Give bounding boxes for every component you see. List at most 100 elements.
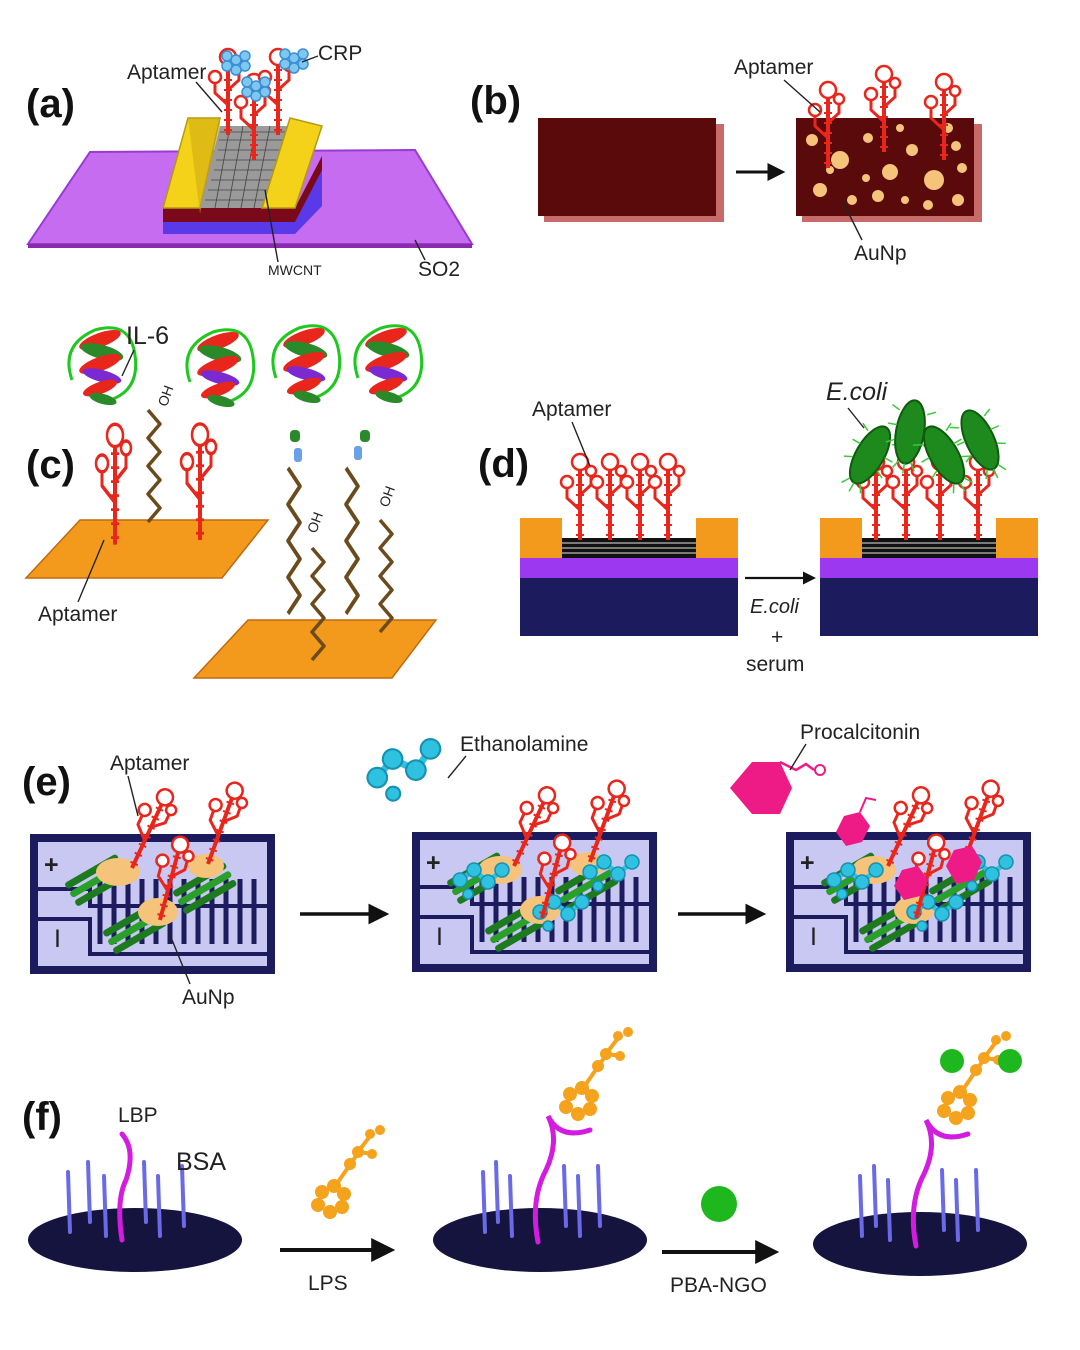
label-mwcnt: MWCNT [268, 262, 322, 278]
leader-line [571, 421, 591, 467]
substrate-base [520, 578, 738, 636]
bsa-molecule [86, 1160, 92, 1224]
panel-e: (e) + I Aptamer AuNp + I Et [22, 721, 1031, 1009]
bsa-molecule [596, 1164, 602, 1228]
electrode-left-shade [188, 118, 220, 214]
crp-molecule [241, 76, 271, 102]
sensor-disk [28, 1208, 242, 1272]
bsa-molecule [66, 1170, 72, 1234]
pba-ngo-particle [998, 1049, 1022, 1073]
leader-line [301, 55, 319, 63]
label-aunp: AuNp [854, 242, 907, 265]
bsa-molecule [974, 1168, 980, 1232]
pba-ngo-particle [940, 1049, 964, 1073]
leader-line [447, 755, 467, 779]
il6-protein [353, 322, 424, 407]
linker [859, 796, 877, 813]
leader-line [789, 743, 807, 771]
gold-electrode-right [260, 117, 323, 209]
leader-line [414, 239, 426, 261]
aptamer-strand [559, 452, 598, 542]
antibody-tag [294, 448, 302, 462]
electrode-surface-2 [192, 619, 438, 679]
panel-c: (c) OH OH OH IL-6 Aptamer [24, 322, 438, 679]
leader-line [121, 349, 135, 377]
bsa-molecule [872, 1164, 878, 1228]
label-ecoli-top: E.coli [826, 378, 889, 406]
panel-a: (a) Aptamer CRP MWCNT SO2 [26, 42, 474, 281]
dielectric-layer [820, 558, 1038, 578]
hexagon-icon [836, 812, 870, 846]
antibody-tag [354, 446, 362, 460]
antibody-tag [290, 430, 300, 442]
ethanolamine-molecule [362, 737, 451, 806]
hexagon-icon [730, 762, 792, 814]
label-aptamer: Aptamer [532, 398, 611, 421]
minus-icon: I [810, 923, 817, 951]
electrode-surface-1 [24, 519, 270, 579]
leader-line [195, 81, 223, 113]
lbp-molecule [910, 1118, 971, 1249]
bsa-molecule [940, 1168, 946, 1232]
label-lbp: LBP [118, 1104, 158, 1127]
bsa-molecule [156, 1174, 162, 1238]
linker [779, 760, 815, 772]
panel-f: (f) LBP BSA LPS PBA-NGO [22, 1025, 1027, 1297]
bare-electrode [538, 118, 716, 216]
nanoparticle-icon [188, 854, 224, 878]
linker-chain [378, 518, 394, 634]
leader-line [847, 407, 865, 429]
bsa-molecule [102, 1174, 108, 1238]
lbp-molecule [532, 1114, 593, 1245]
bsa-molecule [562, 1164, 568, 1228]
leader-line [167, 929, 191, 985]
dielectric-layer [520, 558, 738, 578]
bsa-molecule [481, 1170, 487, 1234]
lps-molecule [557, 1025, 635, 1123]
drain-electrode [996, 518, 1038, 558]
plus-icon: + [800, 849, 815, 877]
mwcnt-layer [200, 126, 290, 208]
bsa-molecule [576, 1174, 582, 1238]
label-lps: LPS [308, 1272, 348, 1295]
leader-line [264, 189, 279, 263]
nanoparticle-icon [96, 858, 140, 886]
bsa-molecule [508, 1174, 514, 1238]
label-aunp: AuNp [182, 986, 235, 1009]
sensor-disk [813, 1212, 1027, 1276]
panel-d-letter: (d) [478, 442, 529, 486]
panel-f-letter: (f) [22, 1095, 62, 1139]
hexagon-icon [894, 866, 928, 900]
bsa-molecule [142, 1160, 148, 1224]
nanoparticle-icon [138, 898, 178, 926]
dielectric-layer [163, 156, 322, 222]
lbp-molecule [117, 1131, 133, 1243]
label-aptamer: Aptamer [734, 56, 813, 79]
panel-d: (d) A [478, 378, 1038, 676]
panel-e-letter: (e) [22, 760, 71, 804]
drain-electrode [696, 518, 738, 558]
linker-chain [346, 468, 358, 614]
label-il6: IL-6 [126, 322, 169, 350]
label-plus: + [771, 626, 783, 649]
label-ecoli: E.coli [750, 596, 799, 618]
graphene-layers [562, 538, 696, 558]
leader-line [77, 539, 105, 603]
label-serum: serum [746, 653, 804, 676]
label-aptamer: Aptamer [127, 61, 206, 84]
panel-a-letter: (a) [26, 82, 75, 126]
label-substrate: SO2 [418, 258, 460, 281]
label-bsa: BSA [176, 1148, 226, 1176]
panel-c-letter: (c) [26, 443, 75, 487]
label-ethanolamine: Ethanolamine [460, 733, 588, 756]
crp-molecule [221, 50, 251, 76]
substrate-edge [28, 244, 472, 248]
source-electrode [820, 518, 862, 558]
plus-icon: + [426, 849, 441, 877]
bsa-molecule [858, 1174, 864, 1238]
antibody-tag [360, 430, 370, 442]
lps-molecule [935, 1029, 1013, 1127]
linker-end [814, 764, 826, 776]
plus-icon: + [44, 851, 59, 879]
